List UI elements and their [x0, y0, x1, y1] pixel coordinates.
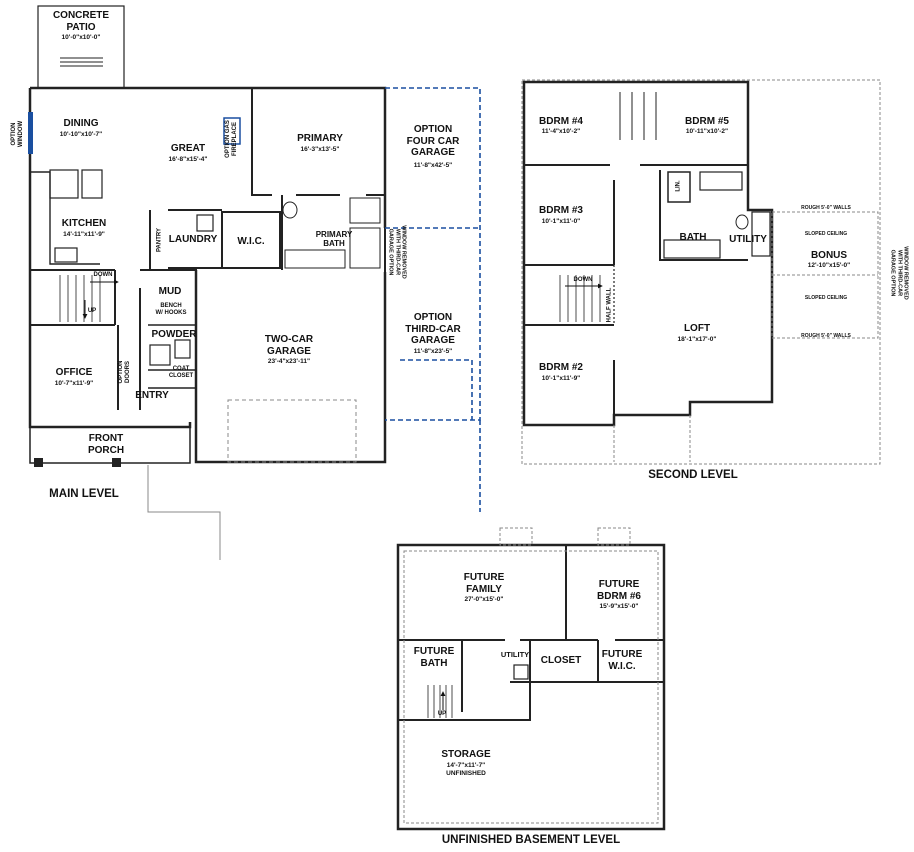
second-bath-label: BATH: [679, 232, 707, 243]
porch-badge-right: [112, 458, 121, 467]
bdrm5-dim: 10'-11"x10'-2": [685, 128, 729, 135]
future-family-dim: 27'-0"x15'-0": [464, 596, 504, 603]
kitchen-dim: 14'-11"x11'-9": [63, 231, 105, 238]
bdrm4-dim: 11'-4"x10'-2": [541, 128, 581, 135]
bdrm4-label: BDRM #4: [539, 116, 583, 127]
porch-badge-left: [34, 458, 43, 467]
wic-label: W.I.C.: [237, 236, 265, 247]
option-garage-outline: [385, 87, 481, 512]
future-bdrm6-dim: 15'-9"x15'-0": [599, 603, 639, 610]
dining-dim: 10'-10"x10'-7": [59, 131, 103, 138]
main-level-plan: [28, 5, 387, 560]
second-level-dashed: [521, 79, 881, 465]
mud-label: MUD: [158, 286, 182, 297]
sloped-ceiling-bottom: SLOPED CEILING: [804, 295, 848, 301]
basement-level-plan: [396, 543, 666, 831]
storage-label: STORAGE: [441, 749, 491, 760]
basement-dashed: [403, 527, 659, 824]
loft-dim: 18'-1"x17'-0": [677, 336, 717, 343]
dining-label: DINING: [63, 118, 99, 129]
main-up-label: UP: [87, 308, 97, 314]
bdrm2-label: BDRM #2: [539, 362, 583, 373]
office-dim: 10'-7"x11'-9": [54, 380, 94, 387]
option-window-marker: [28, 112, 33, 154]
bonus-dim: 12'-10"x15'-0": [807, 262, 851, 269]
kitchen-label: KITCHEN: [61, 218, 107, 229]
pantry-label: PANTRY: [156, 228, 163, 252]
closet-label: CLOSET: [540, 655, 582, 666]
bdrm2-dim: 10'-1"x11'-9": [541, 375, 581, 382]
basement-utility-label: UTILITY: [500, 650, 530, 659]
bdrm5-label: BDRM #5: [685, 116, 729, 127]
main-level-title: MAIN LEVEL: [49, 488, 119, 500]
entry-label: ENTRY: [135, 390, 169, 401]
second-level-title: SECOND LEVEL: [648, 469, 738, 481]
second-level-plan: [522, 80, 774, 427]
option-third-car-dim: 11'-8"x23'-5": [413, 348, 453, 355]
main-down-label: DOWN: [93, 272, 113, 278]
bdrm3-label: BDRM #3: [539, 205, 583, 216]
primary-dim: 16'-3"x13'-5": [300, 146, 340, 153]
garage-dim: 23'-4"x23'-11": [267, 358, 311, 365]
great-dim: 16'-8"x15'-4": [168, 156, 208, 163]
primary-label: PRIMARY: [297, 133, 343, 144]
option-four-car-dim: 11'-8"x42'-5": [413, 162, 453, 169]
sloped-ceiling-top: SLOPED CEILING: [804, 231, 848, 237]
rough-walls-bottom: ROUGH 5'-0" WALLS: [801, 333, 851, 339]
rough-walls-top: ROUGH 5'-0" WALLS: [801, 205, 851, 211]
powder-label: POWDER: [151, 329, 197, 340]
second-utility-label: UTILITY: [729, 234, 767, 245]
half-wall-label: HALF WALL: [606, 287, 613, 323]
bdrm3-dim: 10'-1"x11'-0": [541, 218, 581, 225]
storage-dim: 14'-7"x11'-7": [446, 762, 486, 769]
great-label: GREAT: [170, 143, 206, 154]
second-down-label: DOWN: [573, 277, 593, 283]
basement-up-label: UP: [437, 711, 447, 717]
basement-level-title: UNFINISHED BASEMENT LEVEL: [441, 834, 621, 846]
patio-dim: 10'-0"x10'-0": [61, 34, 101, 41]
office-label: OFFICE: [55, 367, 93, 378]
storage-note: UNFINISHED: [446, 770, 486, 777]
second-exterior-wall: [522, 80, 774, 427]
bonus-label: BONUS: [810, 250, 848, 261]
loft-label: LOFT: [683, 323, 711, 334]
laundry-label: LAUNDRY: [168, 234, 218, 245]
lin-label: LIN.: [675, 180, 682, 192]
